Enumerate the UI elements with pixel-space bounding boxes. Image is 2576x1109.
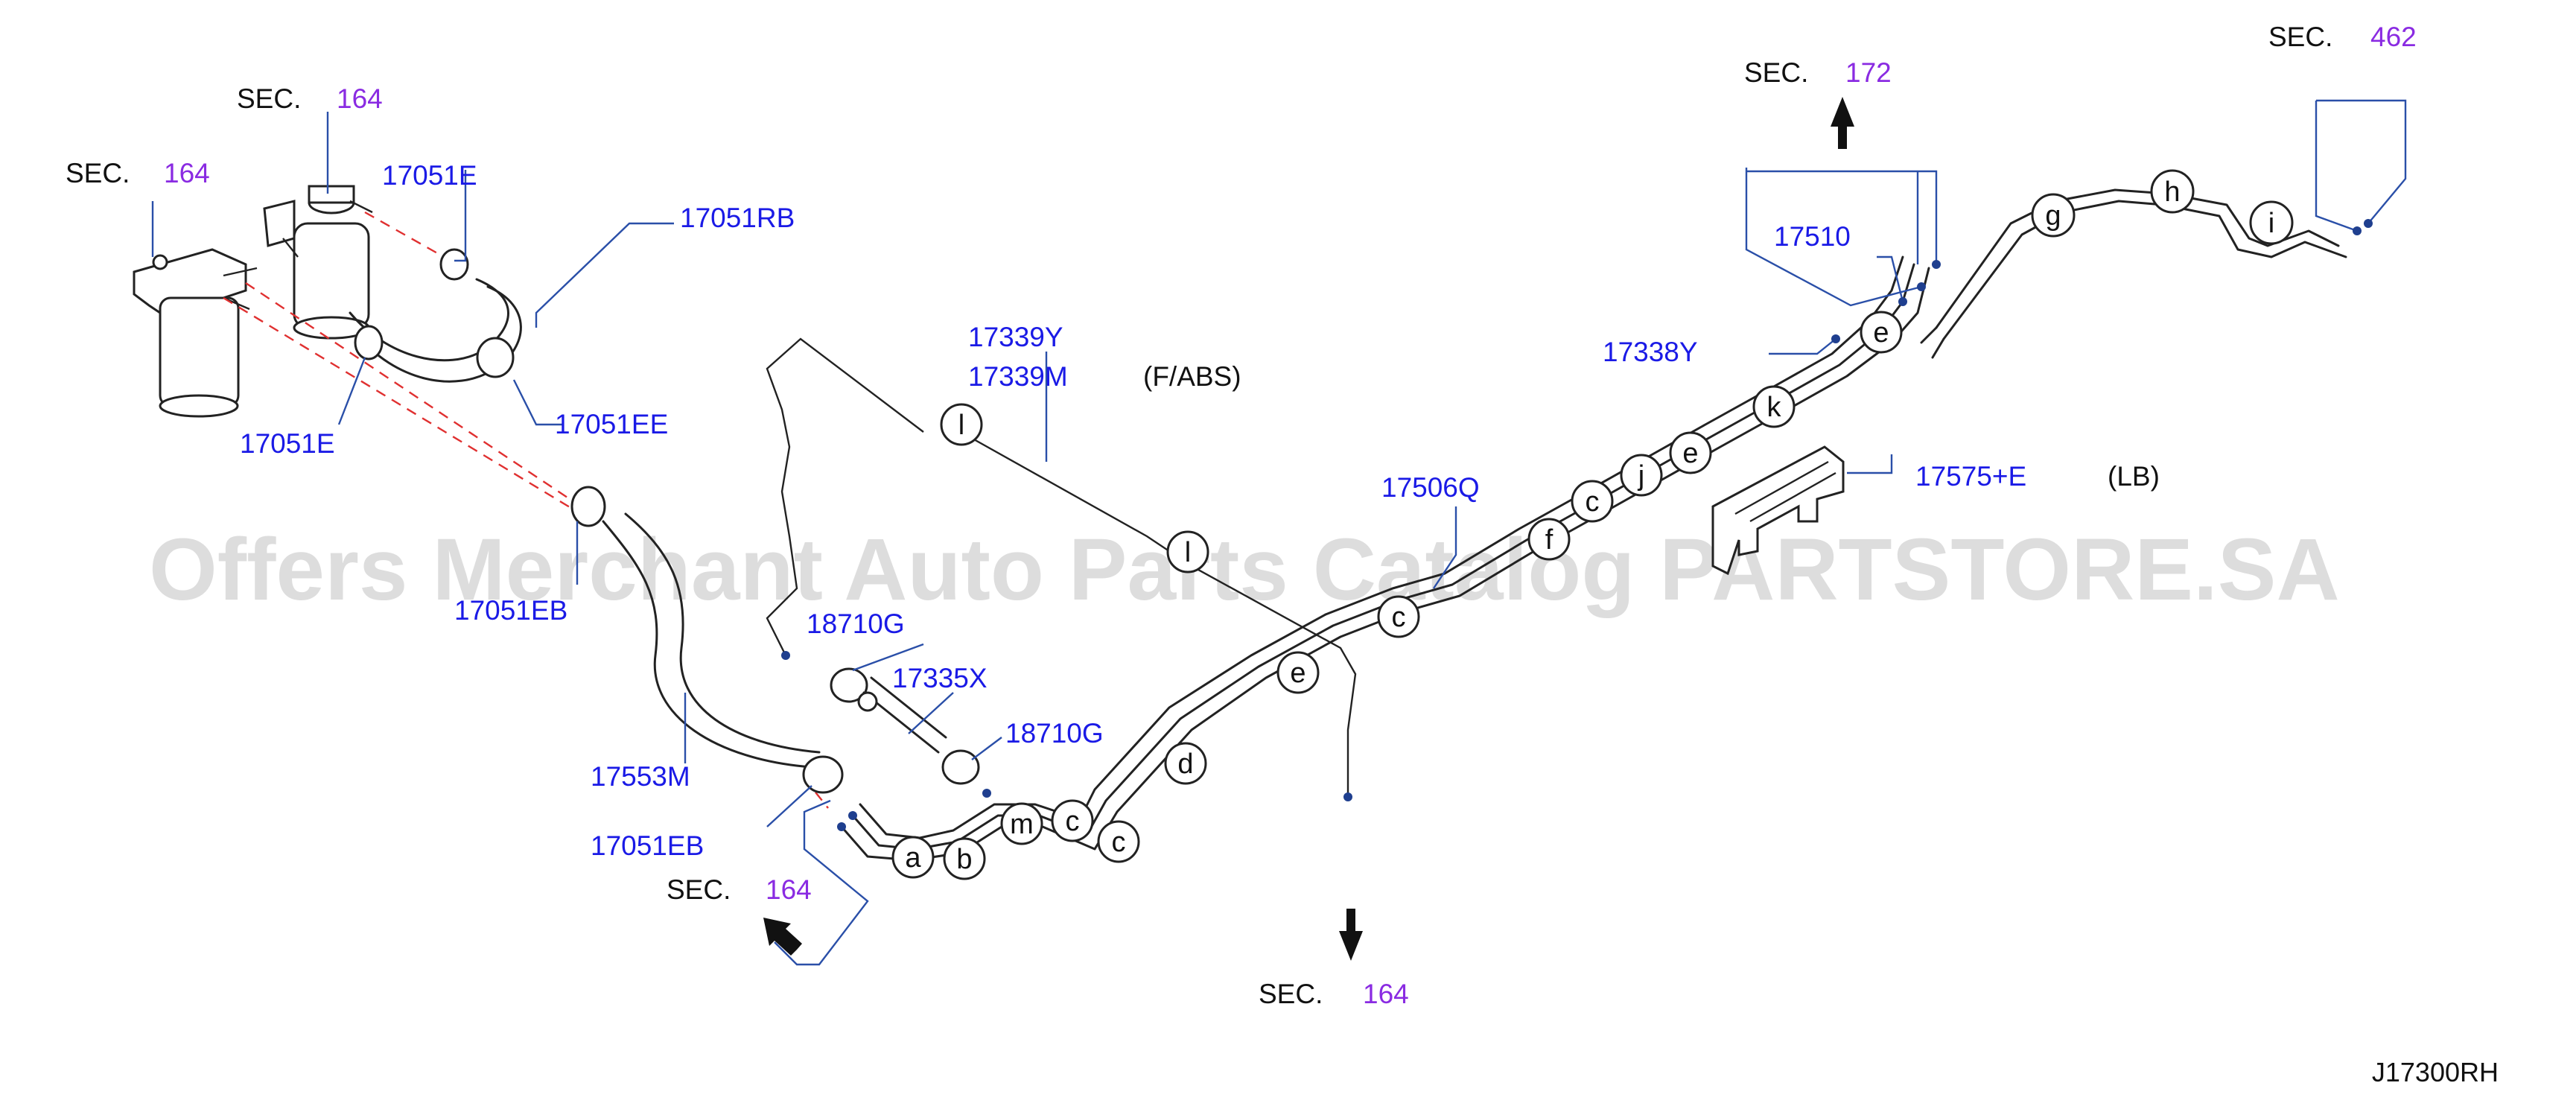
part-17051eb-top[interactable]: 17051EB — [454, 595, 567, 626]
clip-17575e[interactable] — [1711, 445, 1845, 576]
sec-label-462[interactable]: SEC. 462 — [2268, 22, 2417, 52]
svg-text:c: c — [1066, 806, 1080, 837]
svg-text:f: f — [1545, 524, 1553, 556]
svg-text:h: h — [2164, 177, 2180, 208]
svg-text:164: 164 — [164, 158, 210, 188]
svg-text:c: c — [1392, 602, 1406, 633]
svg-text:164: 164 — [766, 874, 812, 905]
part-17335x[interactable]: 17335X — [892, 663, 988, 693]
leader-17510 — [1877, 255, 1904, 302]
svg-text:e: e — [1682, 438, 1698, 469]
svg-text:e: e — [1873, 317, 1889, 349]
part-17051e-bottom[interactable]: 17051E — [240, 428, 335, 459]
sec-label-164-top[interactable]: SEC. 164 — [237, 83, 383, 114]
leader-sec172 — [1745, 168, 1938, 307]
fuel-filter-left[interactable] — [133, 248, 258, 418]
leader-17051ee — [512, 379, 562, 426]
part-17506q[interactable]: 17506Q — [1381, 472, 1480, 503]
svg-text:m: m — [1010, 809, 1034, 840]
svg-text:l: l — [1185, 537, 1191, 568]
part-18710g-top[interactable]: 18710G — [807, 608, 905, 639]
svg-text:k: k — [1767, 392, 1782, 423]
note-lb: (LB) — [2108, 461, 2160, 492]
fuel-filter-top[interactable] — [263, 185, 373, 340]
hose-clamp-17051e-bottom[interactable] — [354, 325, 384, 360]
dash-line-3 — [223, 296, 582, 515]
hose-clamp-17051e-top[interactable] — [439, 248, 469, 281]
dash-line-2 — [245, 282, 582, 507]
leader-17051rb — [535, 222, 674, 328]
arrow-up-sec172 — [1831, 97, 1854, 149]
watermark: Offers Merchant Auto Parts Catalog PARTS… — [149, 521, 2340, 619]
clamp-18710g-bottom[interactable] — [941, 749, 980, 785]
leader-17335x — [908, 692, 954, 734]
callouts: a b m c c d e c f c j e k e g h i l l — [891, 169, 2294, 880]
svg-text:c: c — [1112, 827, 1126, 858]
main-tubes[interactable] — [840, 255, 1930, 862]
leader-17575e — [1847, 454, 1893, 474]
leader-18710g-bottom — [971, 737, 1002, 760]
part-17575e[interactable]: 17575+E — [1915, 461, 2026, 492]
leader-17051eb-bottom — [766, 785, 812, 827]
part-17051e-top[interactable]: 17051E — [382, 160, 477, 191]
part-18710g-bottom[interactable]: 18710G — [1005, 718, 1104, 749]
svg-text:462: 462 — [2370, 22, 2417, 52]
part-17338y[interactable]: 17338Y — [1603, 337, 1698, 367]
svg-text:e: e — [1290, 658, 1306, 689]
leader-17051e-bottom — [337, 357, 366, 425]
svg-text:j: j — [1638, 460, 1644, 492]
hose-17553m[interactable] — [602, 520, 813, 769]
sec-label-172[interactable]: SEC. 172 — [1744, 57, 1892, 88]
hose-clamp-17051ee[interactable] — [476, 337, 515, 378]
note-f-abs: (F/ABS) — [1143, 361, 1241, 392]
svg-text:SEC.: SEC. — [2268, 22, 2332, 52]
part-17051rb[interactable]: 17051RB — [680, 203, 795, 233]
svg-text:g: g — [2045, 200, 2061, 232]
part-17510[interactable]: 17510 — [1774, 221, 1851, 252]
leader-17506q — [1433, 506, 1457, 589]
svg-text:b: b — [956, 844, 972, 875]
part-17339y[interactable]: 17339Y — [968, 322, 1063, 352]
wire-leader-1 — [766, 337, 924, 656]
leader-sec164-bottom-left — [774, 799, 869, 966]
svg-text:i: i — [2268, 208, 2274, 239]
clamp-18710g-top[interactable] — [830, 667, 868, 703]
svg-text:SEC.: SEC. — [1744, 57, 1808, 88]
wire-leader-2 — [960, 430, 1357, 797]
svg-text:l: l — [958, 410, 964, 441]
leader-17338y — [1769, 338, 1836, 355]
svg-text:172: 172 — [1845, 57, 1892, 88]
diagram-code: J17300RH — [2372, 1057, 2499, 1087]
sec-label-164-top-left[interactable]: SEC. 164 — [66, 158, 210, 188]
part-17339m[interactable]: 17339M — [968, 361, 1068, 392]
dash-line-1 — [364, 211, 451, 262]
hose-clamp-17051eb-bottom[interactable] — [802, 755, 844, 794]
svg-text:164: 164 — [1363, 979, 1409, 1009]
svg-text:SEC.: SEC. — [66, 158, 130, 188]
part-17051eb-bottom[interactable]: 17051EB — [591, 830, 704, 861]
leader-18710g-top — [852, 643, 924, 672]
sec-label-164-bottom-left[interactable]: SEC. 164 — [667, 874, 812, 905]
leader-sec462 — [2315, 99, 2407, 232]
arrow-down-sec164 — [1339, 909, 1363, 961]
leader-17051e-top — [454, 170, 467, 262]
svg-text:SEC.: SEC. — [237, 83, 301, 114]
svg-text:SEC.: SEC. — [667, 874, 731, 905]
svg-text:c: c — [1586, 486, 1600, 518]
svg-text:a: a — [905, 842, 921, 874]
svg-text:164: 164 — [337, 83, 383, 114]
part-17553m[interactable]: 17553M — [591, 761, 690, 792]
svg-text:SEC.: SEC. — [1259, 979, 1323, 1009]
part-17051ee[interactable]: 17051EE — [555, 409, 668, 439]
hose-clamp-17051eb-top[interactable] — [570, 486, 606, 527]
arrow-left-sec164 — [763, 918, 802, 956]
svg-text:d: d — [1177, 749, 1193, 780]
sec-label-164-bottom[interactable]: SEC. 164 — [1259, 979, 1409, 1009]
